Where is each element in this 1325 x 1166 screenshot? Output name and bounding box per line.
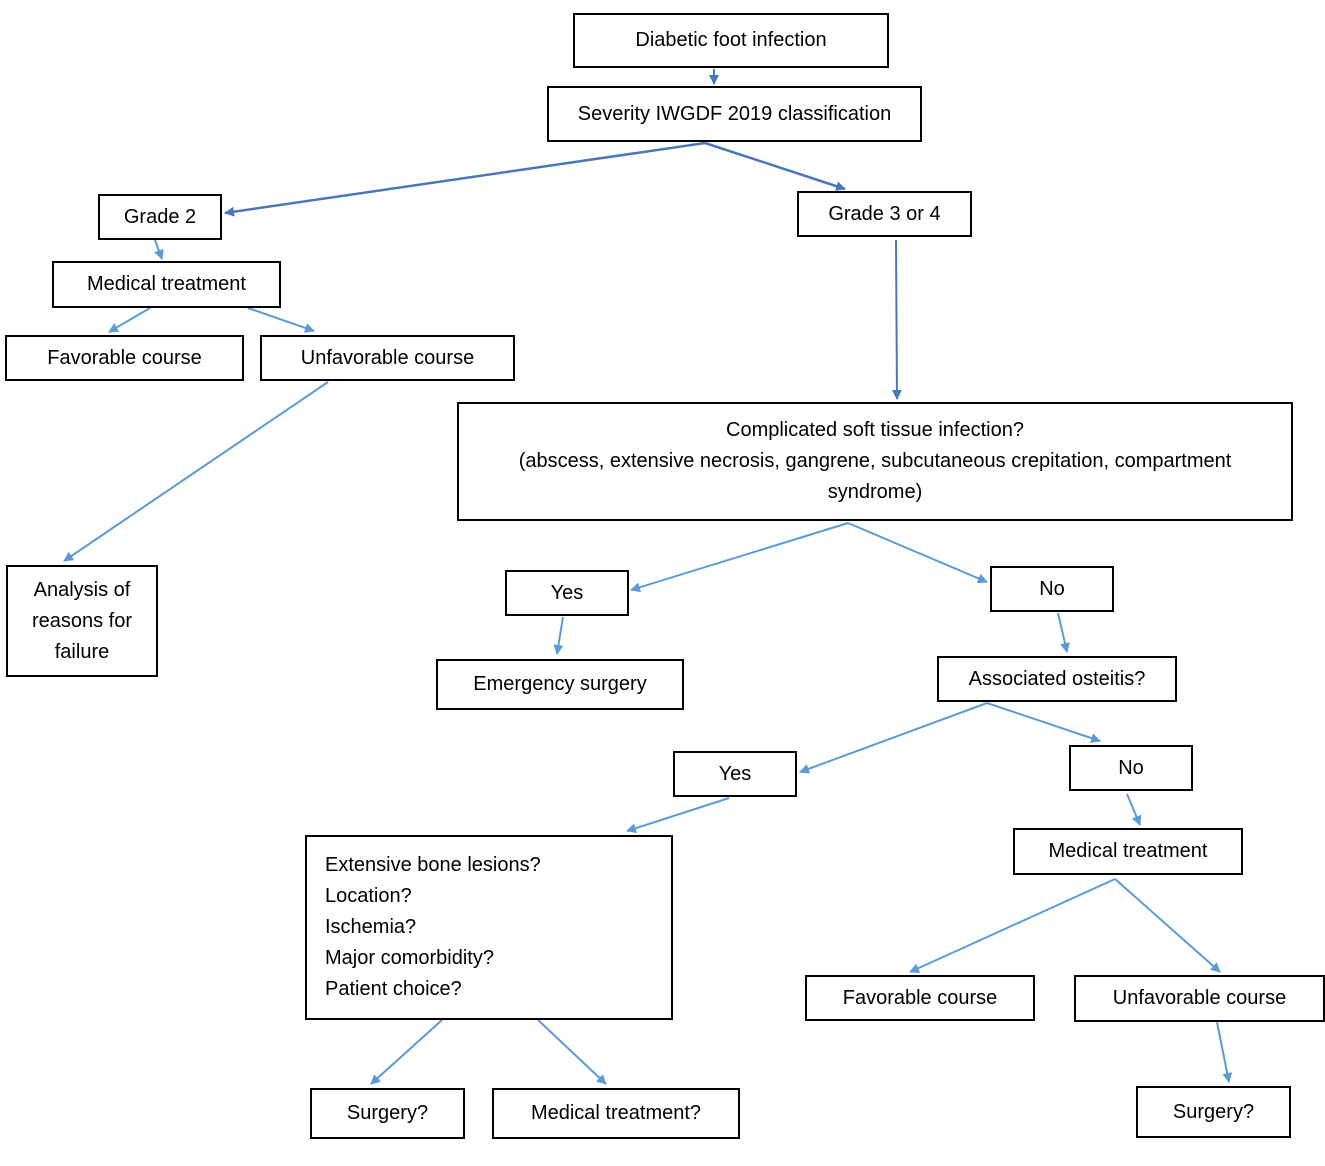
node-favorable-course-1: Favorable course xyxy=(5,335,244,381)
analysis-line-1: Analysis of xyxy=(33,578,131,601)
node-medical-treatment-question: Medical treatment? xyxy=(492,1088,740,1139)
arrow-unfavorable-to-analysis xyxy=(63,381,329,562)
node-osteitis-criteria: Extensive bone lesions? Location? Ischem… xyxy=(305,835,673,1020)
node-complicated-soft-tissue: Complicated soft tissue infection? (absc… xyxy=(457,402,1293,521)
node-severity-classification: Severity IWGDF 2019 classification xyxy=(547,86,922,142)
arrow-yes-to-emergency xyxy=(553,616,564,655)
node-unfavorable-course-2: Unfavorable course xyxy=(1074,975,1325,1022)
arrow-medical-to-unfavorable-2 xyxy=(1114,878,1221,973)
node-favorable-course-2: Favorable course xyxy=(805,975,1035,1021)
criteria-bone-lesions: Extensive bone lesions? xyxy=(325,854,541,876)
complicated-examples: (abscess, extensive necrosis, gangrene, … xyxy=(518,450,1232,472)
node-emergency-surgery: Emergency surgery xyxy=(436,659,684,710)
arrow-osteitis-to-no xyxy=(986,702,1101,743)
complicated-question: Complicated soft tissue infection? xyxy=(726,419,1024,441)
criteria-location: Location? xyxy=(325,885,412,907)
node-yes-2: Yes xyxy=(673,751,797,797)
arrow-no-to-medical xyxy=(1126,793,1142,826)
arrow-complicated-to-yes xyxy=(630,522,849,593)
node-grade-3-or-4: Grade 3 or 4 xyxy=(797,191,972,237)
analysis-line-3: failure xyxy=(54,640,110,663)
arrow-osteitis-to-yes xyxy=(799,702,988,774)
arrow-medical-to-favorable-2 xyxy=(909,878,1116,973)
analysis-line-2: reasons for xyxy=(31,609,133,632)
arrow-grade2-to-medical xyxy=(154,239,164,260)
arrow-medical-to-favorable xyxy=(108,307,151,333)
node-surgery-question-1: Surgery? xyxy=(310,1088,465,1139)
node-medical-treatment-1: Medical treatment xyxy=(52,261,281,308)
node-medical-treatment-2: Medical treatment xyxy=(1013,828,1243,875)
node-grade-2: Grade 2 xyxy=(98,194,222,240)
arrow-unfavorable-to-surgery xyxy=(1216,1021,1233,1083)
arrow-no-to-osteitis xyxy=(1057,612,1070,653)
arrow-grade34-to-complicated xyxy=(891,239,902,400)
node-diabetic-foot-infection: Diabetic foot infection xyxy=(573,13,889,68)
arrow-severity-to-grade34 xyxy=(704,141,846,191)
arrow-criteria-to-medical-q xyxy=(537,1019,607,1085)
arrow-severity-to-grade2 xyxy=(224,141,706,217)
node-analysis-of-failure: Analysis of reasons for failure xyxy=(6,565,158,677)
criteria-ischemia: Ischemia? xyxy=(325,916,417,938)
criteria-patient-choice: Patient choice? xyxy=(325,978,462,1000)
complicated-examples-end: syndrome) xyxy=(827,481,923,503)
arrow-yes-to-criteria xyxy=(626,797,730,833)
node-associated-osteitis: Associated osteitis? xyxy=(937,656,1177,702)
node-no-1: No xyxy=(990,566,1114,612)
arrow-complicated-to-no xyxy=(847,522,988,584)
arrow-medical-to-unfavorable xyxy=(247,307,315,333)
node-unfavorable-course-1: Unfavorable course xyxy=(260,335,515,381)
node-surgery-question-2: Surgery? xyxy=(1136,1086,1291,1138)
node-yes-1: Yes xyxy=(505,570,629,616)
criteria-comorbidity: Major comorbidity? xyxy=(325,947,494,969)
node-no-2: No xyxy=(1069,745,1193,791)
arrow-criteria-to-surgery xyxy=(370,1019,443,1085)
